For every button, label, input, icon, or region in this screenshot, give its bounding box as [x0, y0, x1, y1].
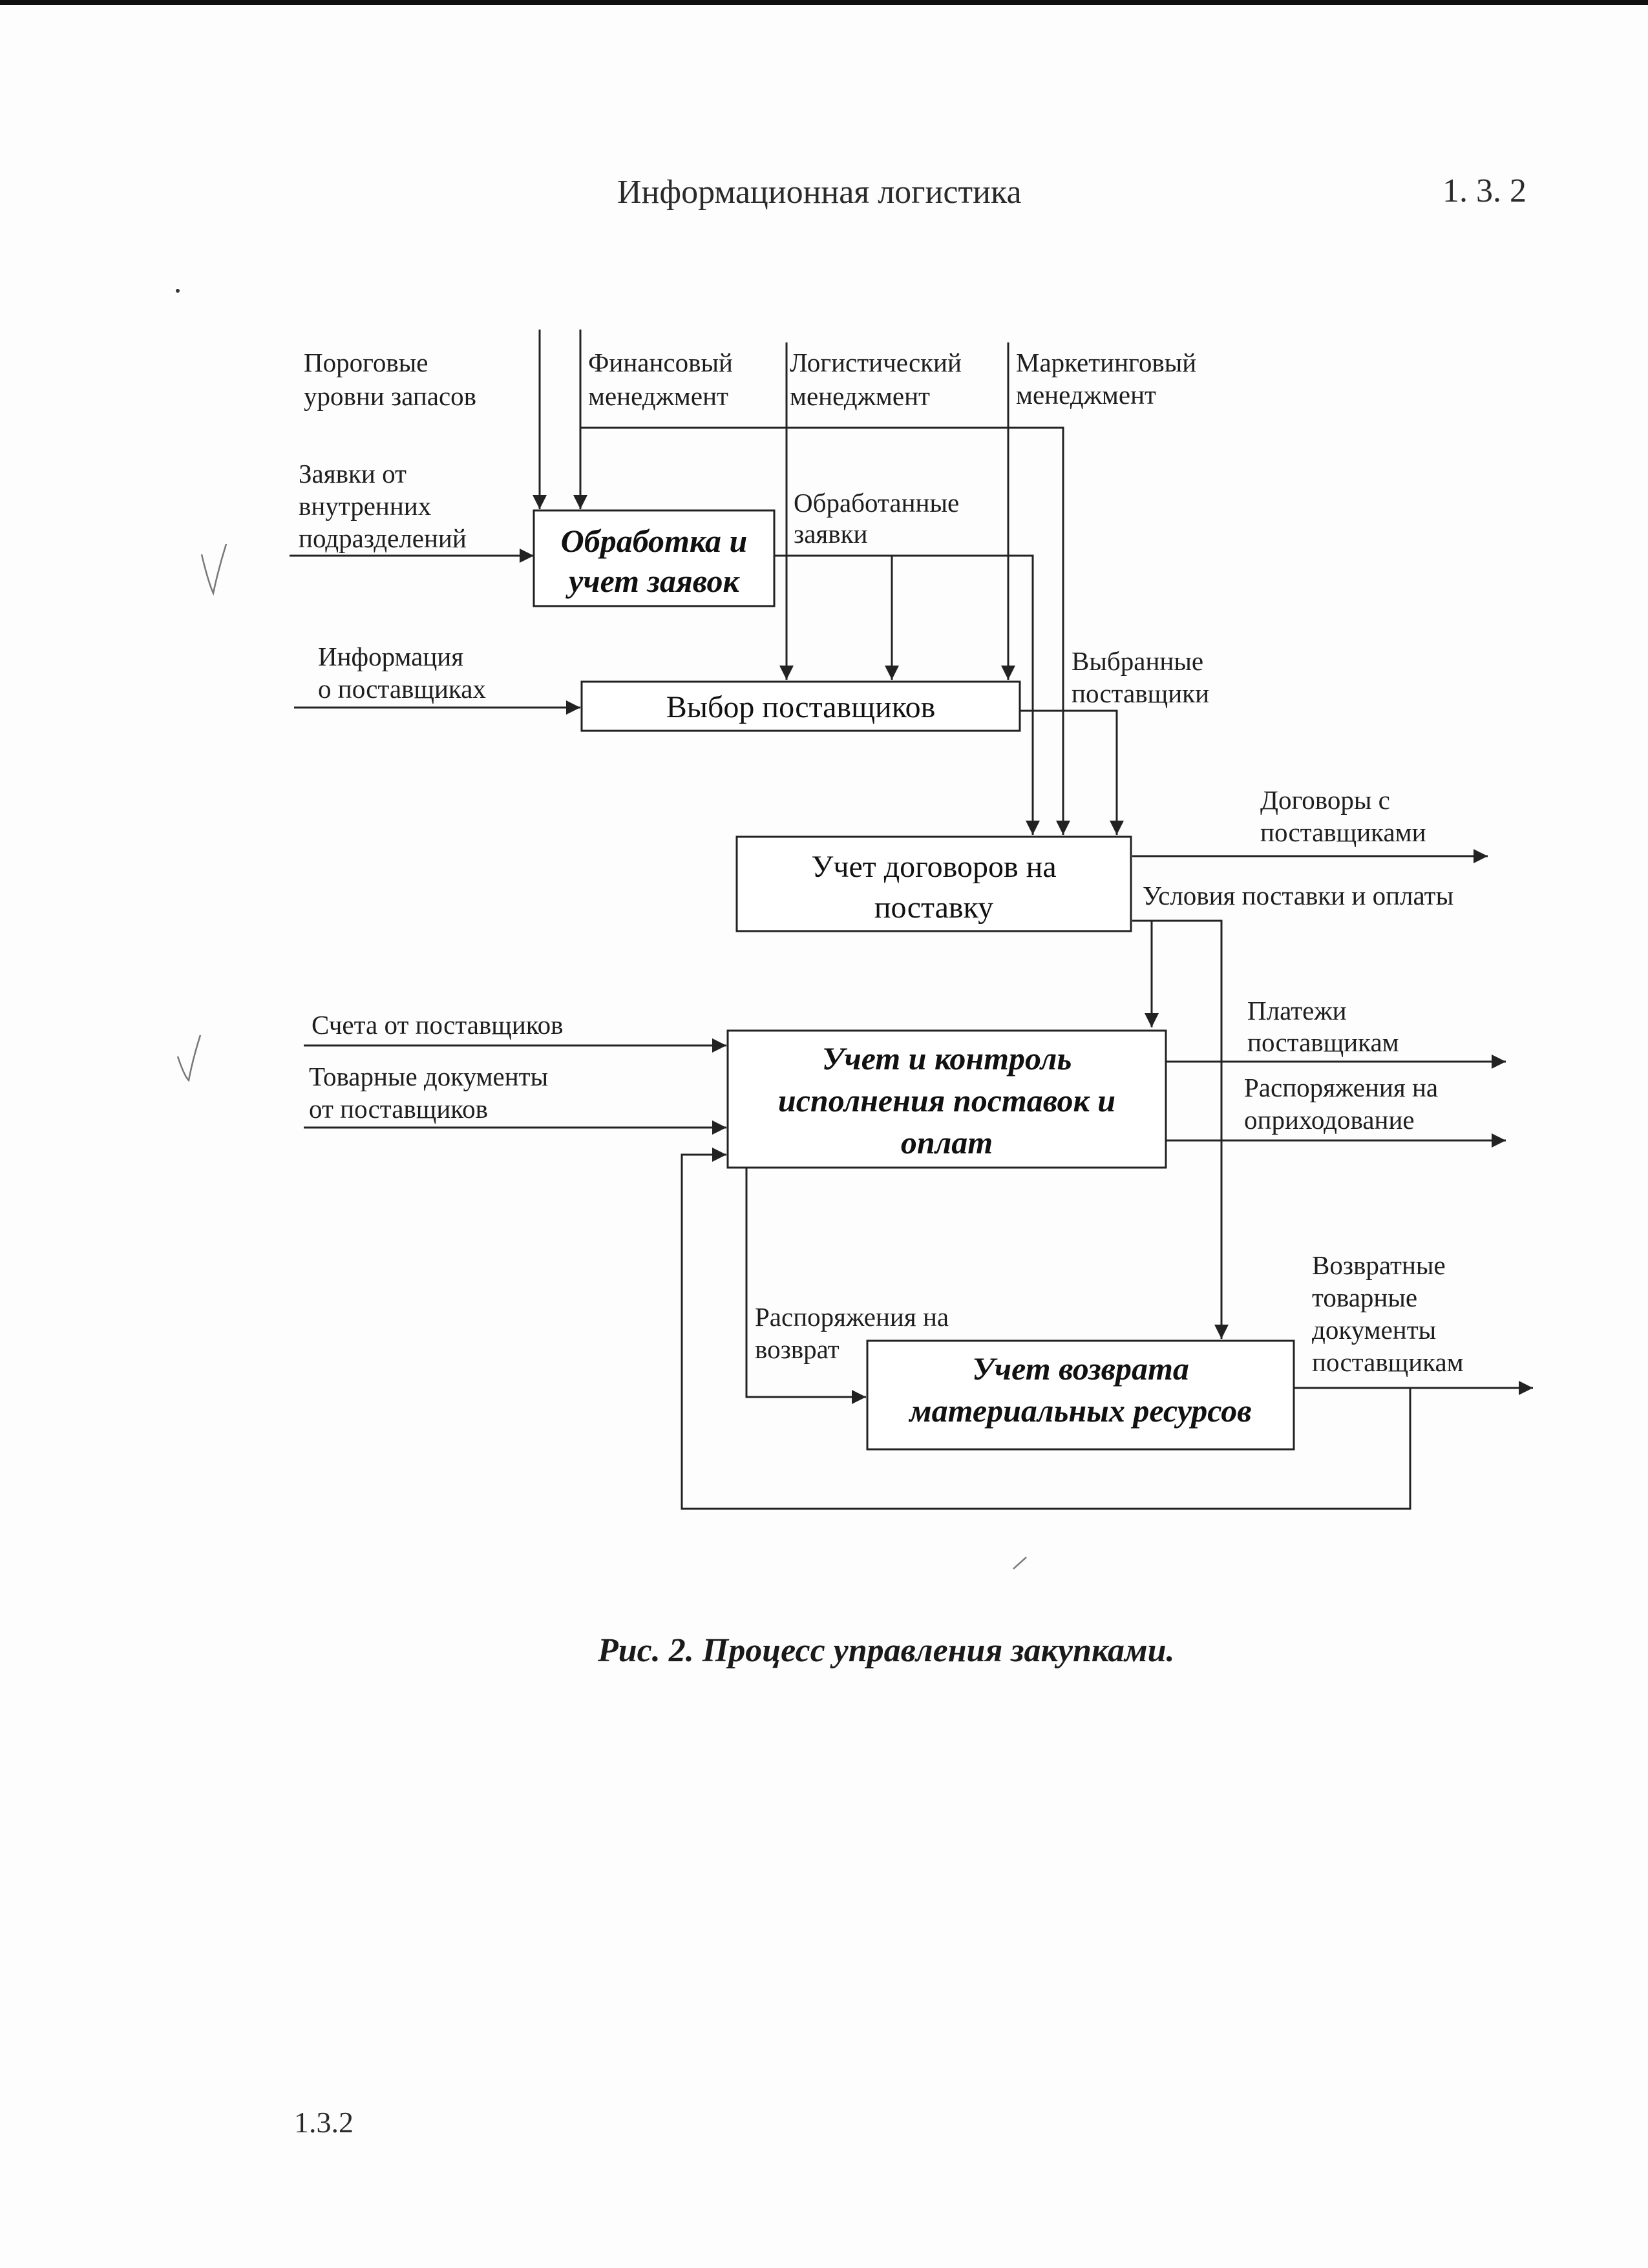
label-contracts-out-line-2: поставщиками	[1260, 817, 1426, 847]
label-receipt-orders-line-1: Распоряжения на	[1244, 1073, 1438, 1102]
label-payments-line-1: Платежи	[1247, 996, 1347, 1025]
box-processing-line-2: учет заявок	[565, 563, 740, 599]
label-return-docs-line-3: документы	[1312, 1315, 1436, 1345]
label-logistics-line-2: менеджмент	[790, 381, 930, 411]
pen-checkmark	[176, 1034, 202, 1082]
box-returns-line-2: материальных ресурсов	[908, 1392, 1251, 1429]
box-returns-line-1: Учет возврата	[972, 1350, 1189, 1387]
box-returns	[866, 1339, 1295, 1451]
page-header-section-number: 1. 3. 2	[1442, 173, 1527, 209]
box-contracts-line-1: Учет договоров на	[811, 850, 1056, 884]
box-processing-line-1: Обработка и	[561, 523, 748, 559]
label-thresholds-line-2: уровни запасов	[304, 381, 476, 411]
arrow-terms-to-returns	[1132, 919, 1229, 1339]
label-return-docs-line-1: Возвратные	[1312, 1250, 1446, 1280]
label-goods-docs-line-2: от поставщиков	[309, 1094, 488, 1124]
box-control-line-2: исполнения поставок и	[778, 1082, 1115, 1118]
label-contracts-out-line-1: Договоры с	[1260, 785, 1390, 815]
box-control-line-3: оплат	[901, 1124, 993, 1160]
box-control-line-1: Учет и контроль	[822, 1040, 1072, 1076]
label-supplier-info-line-2: о поставщиках	[318, 674, 486, 704]
label-receipt-orders-line-2: оприходование	[1244, 1105, 1415, 1135]
box-selection	[580, 680, 1021, 732]
page-footer-number: 1.3.2	[294, 2106, 354, 2139]
arrow-processed-requests	[774, 554, 1040, 835]
box-contracts	[735, 835, 1132, 932]
scan-top-edge	[0, 0, 1648, 5]
label-financial-line-2: менеджмент	[588, 381, 728, 411]
arrow-selected-suppliers	[1020, 709, 1124, 835]
label-requests-line-2: внутренних	[299, 491, 431, 521]
pen-stroke	[1013, 1557, 1027, 1570]
arrow-return-orders	[745, 1168, 866, 1404]
label-return-orders-line-2: возврат	[755, 1334, 840, 1364]
box-control	[726, 1029, 1167, 1169]
label-goods-docs-line-1: Товарные документы	[309, 1062, 548, 1091]
label-return-docs-line-4: поставщикам	[1312, 1347, 1464, 1377]
box-processing	[533, 509, 776, 607]
box-contracts-line-2: поставку	[874, 890, 993, 925]
label-return-orders-line-1: Распоряжения на	[755, 1302, 949, 1332]
figure-caption: Рис. 2. Процесс управления закупками.	[598, 1632, 1175, 1669]
pen-checkmark	[200, 543, 227, 596]
label-requests-line-3: подразделений	[299, 523, 467, 553]
arrow-financial-to-contracts	[580, 426, 1070, 835]
box-selection-label: Выбор поставщиков	[666, 690, 936, 724]
label-return-docs-line-2: товарные	[1312, 1283, 1417, 1312]
scan-speck	[176, 289, 180, 293]
label-requests-line-1: Заявки от	[299, 459, 407, 488]
label-financial-line-1: Финансовый	[588, 348, 733, 377]
label-marketing-line-2: менеджмент	[1016, 380, 1156, 410]
label-thresholds-line-1: Пороговые	[304, 348, 428, 377]
label-logistics-line-1: Логистический	[790, 348, 962, 377]
label-terms: Условия поставки и оплаты	[1143, 881, 1453, 910]
page-header-title: Информационная логистика	[617, 174, 1022, 211]
label-processed-line-2: заявки	[794, 519, 867, 549]
label-processed-line-1: Обработанные	[794, 488, 959, 518]
label-selected-line-1: Выбранные	[1072, 646, 1203, 676]
label-invoices: Счета от поставщиков	[312, 1010, 563, 1040]
label-supplier-info-line-1: Информация	[318, 642, 463, 671]
label-marketing-line-1: Маркетинговый	[1016, 348, 1196, 377]
label-payments-line-2: поставщикам	[1247, 1027, 1399, 1057]
arrow-feedback-loop	[681, 1148, 1411, 1510]
label-selected-line-2: поставщики	[1072, 678, 1209, 708]
